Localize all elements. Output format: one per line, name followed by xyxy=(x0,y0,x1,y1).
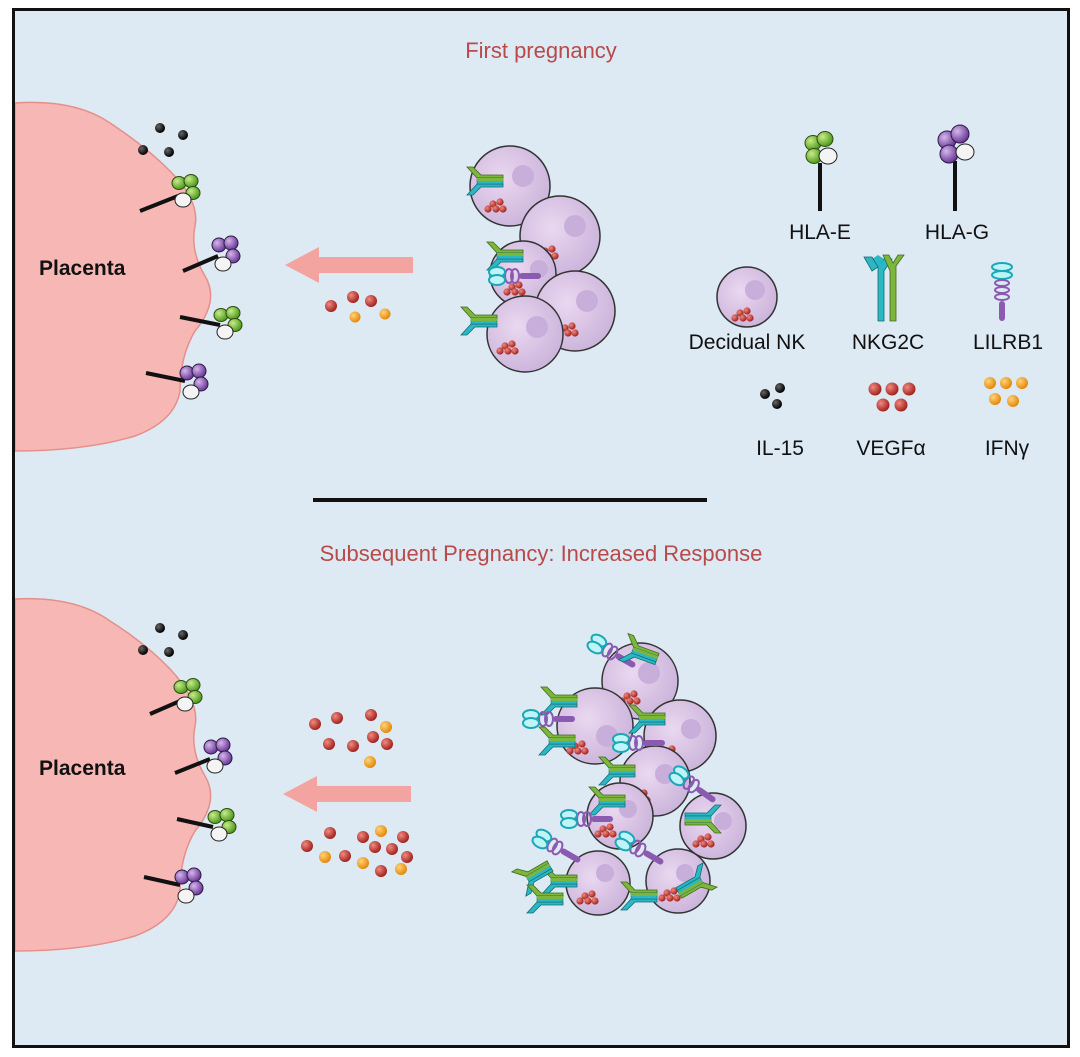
nkg2c-legend-icon xyxy=(863,254,905,322)
arrow-bottom xyxy=(283,776,411,812)
legend-il15-label: IL-15 xyxy=(756,437,804,460)
legend-hla-e-label: HLA-E xyxy=(789,221,851,244)
legend-ifn-label: IFNγ xyxy=(984,437,1030,460)
cytokines-bottom-upper xyxy=(309,709,393,768)
hla-g-molecule xyxy=(203,737,233,774)
legend-hla-g-label: HLA-G xyxy=(924,221,990,244)
ifn-legend-icon xyxy=(984,377,1028,407)
legend-vegf-label: VEGFα xyxy=(856,437,926,460)
hla-e-legend-icon xyxy=(804,131,838,165)
il15-cluster-bottom xyxy=(138,623,188,657)
lilrb1-legend-icon xyxy=(991,262,1013,321)
title-subsequent-pregnancy: Subsequent Pregnancy: Increased Response xyxy=(319,541,763,566)
legend-nkg2c-label: NKG2C xyxy=(851,331,925,354)
legend-lilrb1-label: LILRB1 xyxy=(972,331,1044,354)
decidual-nk-legend-icon xyxy=(716,266,778,328)
nk-cells-top xyxy=(460,145,616,373)
nk-cells-bottom xyxy=(511,631,747,916)
title-first-pregnancy: First pregnancy xyxy=(465,38,617,63)
placenta-label-bottom: Placenta xyxy=(39,757,126,780)
legend xyxy=(716,124,1028,412)
cytokines-bottom-lower xyxy=(301,825,413,877)
arrow-top xyxy=(285,247,413,283)
top-panel xyxy=(15,101,616,452)
legend-decidual-nk-label: Decidual NK xyxy=(688,331,806,354)
bottom-panel xyxy=(15,597,747,952)
hla-g-legend-icon xyxy=(937,124,975,164)
placenta-label-top: Placenta xyxy=(39,257,126,280)
placenta-top xyxy=(15,101,212,452)
vegf-legend-icon xyxy=(868,382,916,412)
diagram-canvas xyxy=(15,101,1028,952)
figure-frame: First pregnancy Subsequent Pregnancy: In… xyxy=(12,8,1070,1048)
placenta-bottom xyxy=(15,597,212,952)
il15-cluster-top xyxy=(138,123,188,157)
il15-legend-icon xyxy=(760,383,785,409)
cytokines-top xyxy=(325,291,391,323)
hla-g-molecule xyxy=(211,235,241,272)
hla-e-molecule xyxy=(207,808,237,842)
